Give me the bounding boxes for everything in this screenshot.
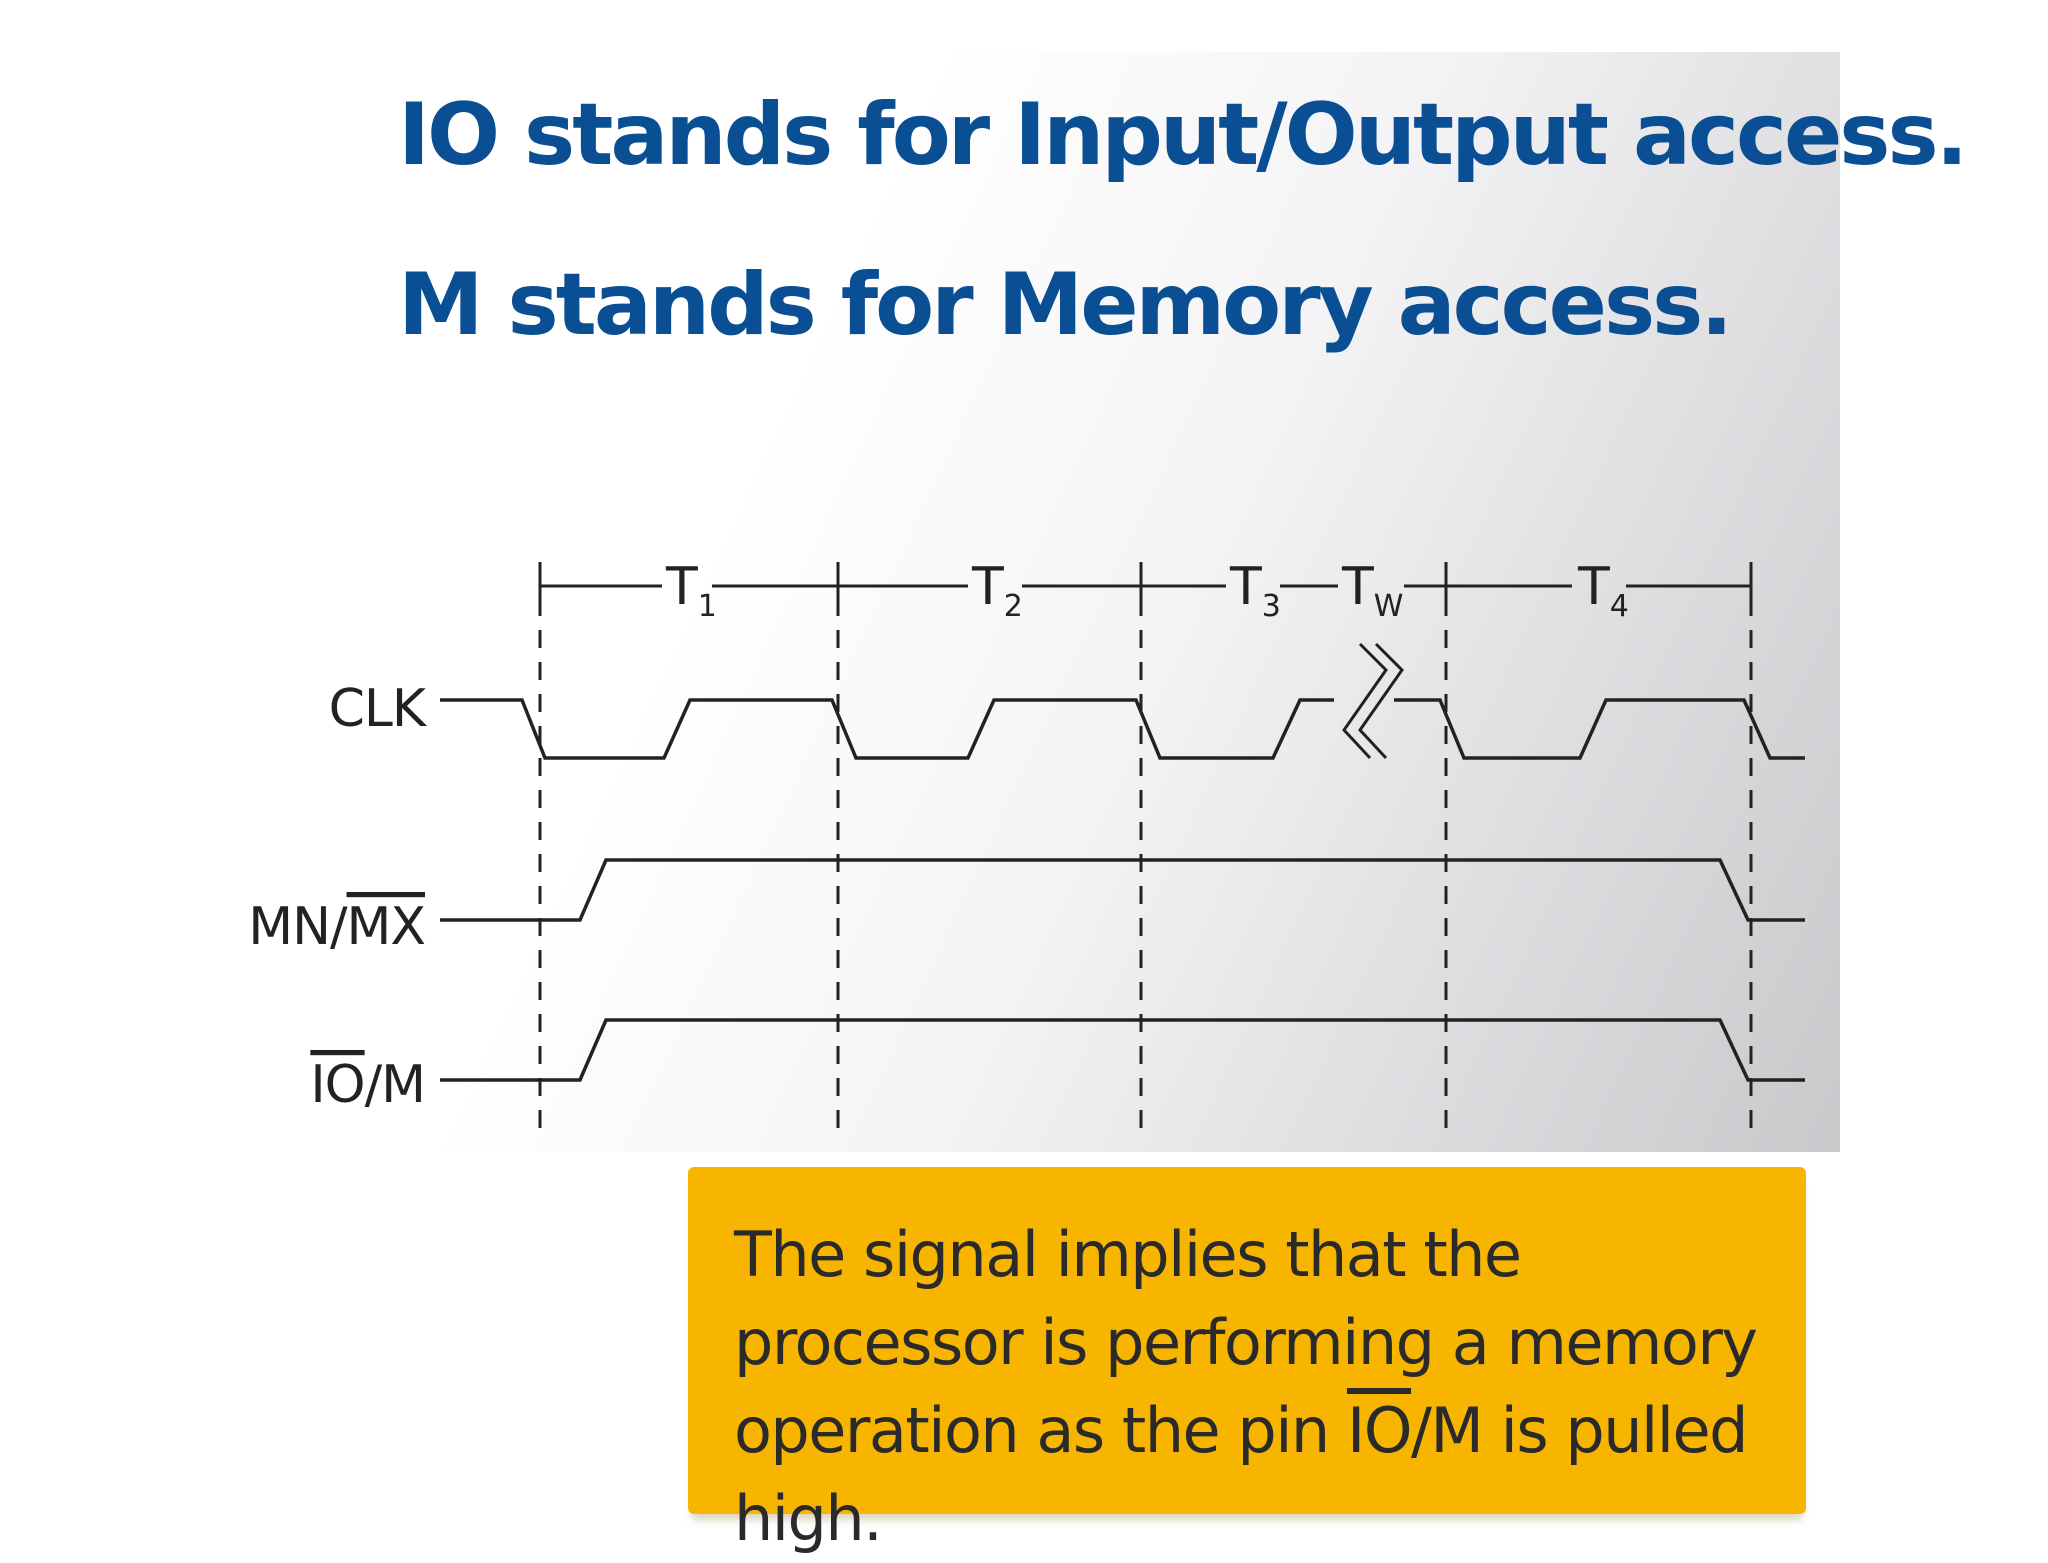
wait-state-break-icon bbox=[1342, 642, 1404, 760]
mn-mx-waveform bbox=[440, 858, 1805, 922]
period-label-t1: T1 bbox=[665, 557, 717, 624]
slide-panel bbox=[0, 52, 1840, 1152]
signal-label-io-m: IO/M bbox=[310, 1055, 425, 1115]
io-m-waveform bbox=[440, 1018, 1805, 1082]
clk-waveform-cont bbox=[1394, 698, 1805, 760]
callout-text-before: The signal implies that the processor is… bbox=[734, 1218, 1758, 1467]
period-label-t4: T4 bbox=[1577, 557, 1629, 624]
callout-text: The signal implies that the processor is… bbox=[734, 1211, 1784, 1563]
period-ruler bbox=[538, 562, 1753, 610]
signal-label-mn-mx: MN/MX bbox=[248, 897, 425, 957]
period-label-tw: TW bbox=[1341, 557, 1403, 624]
heading-line-2: M stands for Memory access. bbox=[398, 255, 1733, 355]
period-label-t2: T2 bbox=[971, 557, 1023, 624]
signal-label-clk: CLK bbox=[329, 679, 428, 739]
callout-pin-rest: /M bbox=[1411, 1394, 1484, 1467]
callout-pin-bar: IO bbox=[1346, 1394, 1413, 1467]
heading-line-1: IO stands for Input/Output access. bbox=[398, 85, 1968, 185]
dashed-guides bbox=[538, 566, 1753, 1140]
callout-box: The signal implies that the processor is… bbox=[688, 1167, 1806, 1555]
clk-waveform bbox=[440, 698, 1334, 760]
period-label-t3: T3 bbox=[1229, 557, 1281, 624]
